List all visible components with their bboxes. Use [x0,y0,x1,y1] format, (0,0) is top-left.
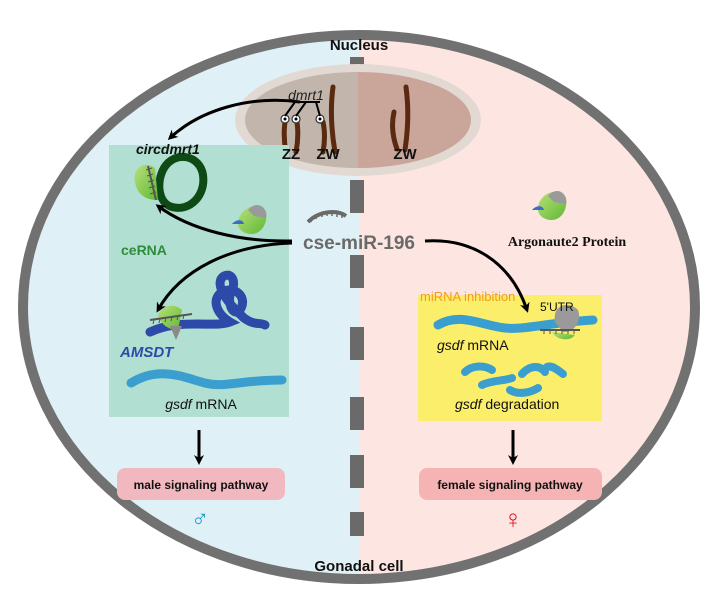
arrow-mirna-to-5utr [424,239,530,313]
female-pathway-box [419,468,602,500]
mirna-label: cse-miR-196 [303,233,415,254]
gsdf-gene-name: gsdf [455,396,484,412]
argonaute-label: Argonaute2 Protein [508,235,627,250]
female-symbol-icon: ♀ [503,504,523,534]
gsdf-gene-name: gsdf [165,396,194,412]
gonadal-cell-title: Gonadal cell [314,558,403,575]
karyotype-zw-right: ZW [393,146,417,163]
karyotype-zw-left: ZW [316,146,340,163]
amsdt-label: AMSDT [119,344,175,361]
chromosome-w-long [328,84,338,155]
5utr-label: 5'UTR [540,300,574,314]
mrna-suffix: mRNA [463,337,509,353]
arrow-mirna-to-circdmrt1 [155,204,293,243]
nucleus-title: Nucleus [330,37,388,54]
mirna-bases [310,212,343,223]
mrna-suffix: mRNA [192,396,238,412]
argonaute-on-circdmrt1 [134,164,158,201]
chromosome-w-short [320,119,327,155]
arrow-dmrt1-to-circdmrt1 [167,98,301,141]
center-divider [350,57,364,536]
cell-membrane [18,30,700,584]
chromosome-right-short [390,109,400,152]
argonaute-on-5utr [540,304,580,340]
chromosomes [281,84,411,155]
circdmrt1-ring [155,152,208,212]
amsdt-transcript [145,270,270,340]
gsdf-mrna-left [126,369,287,390]
gsdf-degradation-label: gsdf degradation [455,396,559,412]
argonaute-legend-icon [532,190,567,221]
karyotype-zz: ZZ [282,146,300,163]
cerna-label: ceRNA [121,242,167,258]
gsdf-mrna-right-label: gsdf mRNA [437,337,509,353]
chromosome-right-long [402,84,411,153]
mirna-inhibition-label: miRNA inhibition [420,289,515,304]
male-pathway-label: male signaling pathway [134,478,269,492]
male-symbol-icon: ♂ [191,506,209,533]
chromosome-z2 [293,119,301,155]
degradation-suffix: degradation [481,396,559,412]
female-pathway-label: female signaling pathway [437,478,583,492]
gsdf-mrna-left-label: gsdf mRNA [165,396,237,412]
arrow-mirna-to-amsdt [156,241,293,313]
dmrt1-label: dmrt1 [288,87,324,103]
male-pathway-box [117,468,285,500]
gsdf-degraded-fragments [461,362,567,397]
circdmrt1-label: circdmrt1 [136,141,200,157]
argonaute-free-left [232,204,267,235]
gsdf-gene-name: gsdf [437,337,466,353]
